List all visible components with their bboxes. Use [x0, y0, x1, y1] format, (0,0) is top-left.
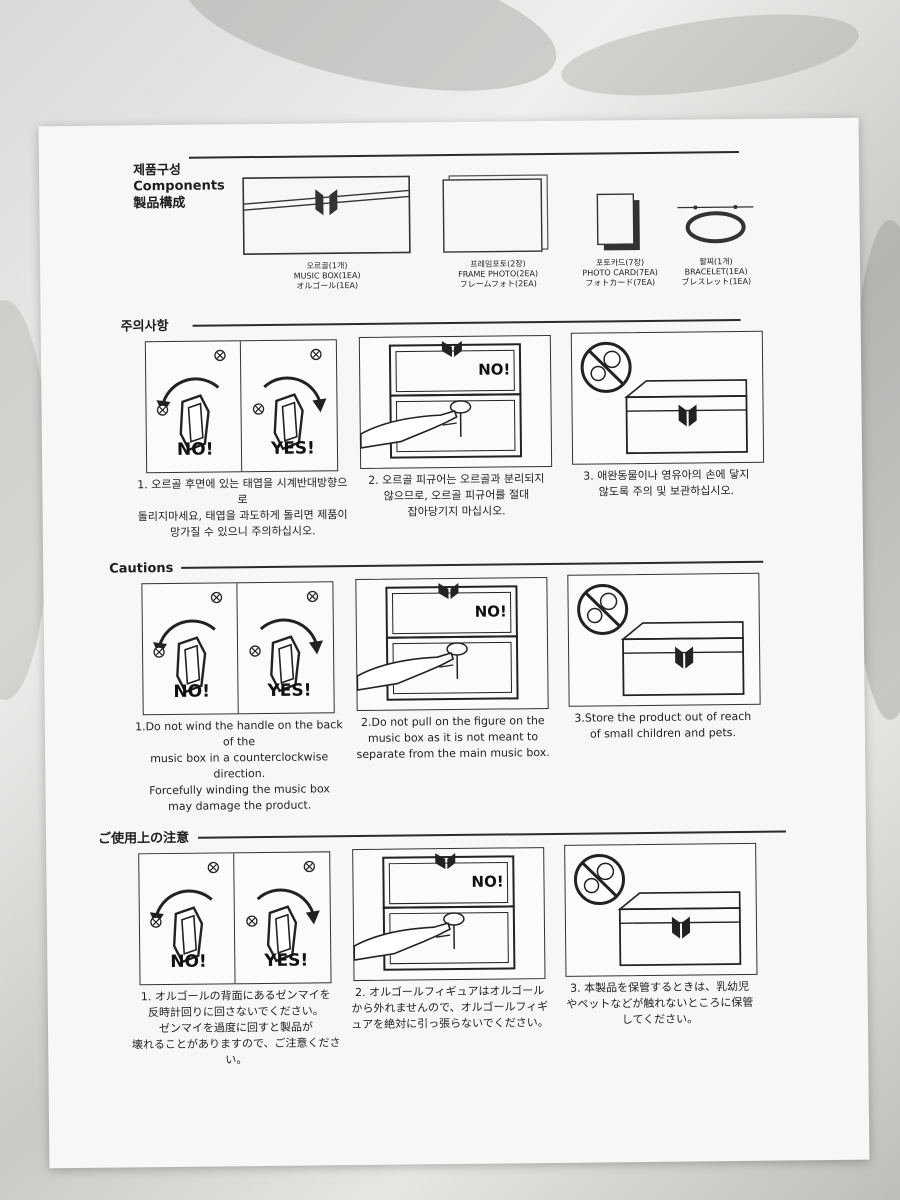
screw-icon: [214, 349, 226, 362]
screw-icon: [303, 860, 315, 873]
screw-icon: [246, 915, 258, 927]
wind-direction-panel: NO! YES!: [144, 339, 339, 474]
figure-no-label: NO!: [474, 602, 507, 621]
cw-wind-arrow-icon: [259, 618, 323, 693]
section-title: ご使用上の注意: [97, 830, 190, 847]
cw-wind-arrow-icon: [256, 888, 320, 963]
bracelet-icon: [677, 205, 754, 244]
components-title: 제품구성 Components 製品構成: [132, 162, 225, 211]
screw-icon: [249, 645, 261, 657]
storage-warning-panel: [570, 330, 765, 465]
section-rule: [192, 318, 741, 327]
open-music-box-icon: [353, 852, 516, 971]
no-label: NO!: [170, 951, 207, 972]
figure-pull-panel: NO!: [355, 577, 549, 712]
component-music-box: 오르골(1개) MUSIC BOX(1EA) オルゴール(1EA): [293, 261, 361, 291]
closed-music-box-icon: [624, 379, 748, 455]
screw-icon: [310, 348, 322, 361]
no-kids-pets-icon: [573, 853, 625, 905]
no-label: NO!: [173, 681, 211, 702]
music-box-icon: [242, 175, 411, 255]
caution-caption-1: 1.Do not wind the handle on the back of …: [134, 718, 343, 813]
open-music-box-icon: [356, 582, 519, 701]
yes-label: YES!: [264, 950, 309, 972]
section-rule: [198, 830, 787, 839]
caution-caption-3: 3. 本製品を保管するときは、乳幼児やペットなどが触れないところに保管してくださ…: [566, 979, 754, 1027]
storage-warning-panel: [564, 842, 758, 977]
component-photo-card: 포토카드(7장) PHOTO CARD(7EA) フォトカード(7EA): [582, 257, 658, 288]
wind-direction-panel: NO! YES!: [141, 581, 335, 716]
cw-wind-arrow-icon: [263, 376, 327, 451]
instruction-sheet: 제품구성 Components 製品構成 오르골(1개) MUSIC BOX(1…: [38, 117, 870, 1169]
figure-no-label: NO!: [471, 872, 504, 891]
caution-section-korean: 주의사항 NO! YES! NO! 1. 오르골 후면에 있는 태엽을 시계반대방향으로…: [39, 118, 859, 539]
yes-label: YES!: [270, 438, 315, 459]
section-title: 주의사항: [120, 318, 169, 335]
closed-music-box-icon: [620, 621, 745, 697]
screw-icon: [207, 861, 219, 874]
figure-pull-panel: NO!: [352, 847, 546, 982]
figure-pull-panel: NO!: [358, 334, 553, 469]
wind-direction-panel: NO! YES!: [138, 851, 332, 986]
marble-vein: [556, 0, 864, 111]
figure-no-label: NO!: [478, 360, 511, 379]
caution-caption-1: 1. オルゴールの背面にあるゼンマイを反時計回りに回さないでください。ゼンマイを…: [131, 988, 341, 1067]
section-rule: [181, 560, 764, 569]
no-label: NO!: [176, 439, 214, 460]
caution-caption-2: 2. オルゴールフィギュアはオルゴールから外れませんので、オルゴールフィギュアを…: [351, 984, 549, 1031]
component-frame-photo: 프레임포토(2장) FRAME PHOTO(2EA) フレームフォト(2EA): [458, 259, 539, 289]
storage-warning-panel: [567, 572, 761, 707]
screw-icon: [210, 591, 223, 604]
no-kids-pets-icon: [577, 583, 629, 635]
screw-icon: [156, 404, 169, 416]
section-title: Cautions: [109, 560, 174, 577]
screw-icon: [252, 403, 265, 415]
photo-card-icon: [596, 193, 640, 251]
components-rule: [188, 150, 739, 159]
frame-photo-icon: [442, 174, 549, 253]
yes-label: YES!: [267, 680, 312, 701]
open-music-box-icon: [360, 340, 523, 459]
closed-music-box-icon: [617, 891, 742, 967]
marble-vein: [171, 0, 569, 119]
no-kids-pets-icon: [580, 341, 632, 393]
screw-icon: [150, 916, 162, 928]
screw-icon: [153, 646, 165, 658]
component-bracelet: 팔찌(1개) BRACELET(1EA) ブレスレット(1EA): [681, 257, 752, 287]
screw-icon: [306, 590, 319, 603]
caution-section-japanese: ご使用上の注意 NO! YES! NO! 1. オルゴールの背面にあるゼンマイを反時計回…: [39, 118, 859, 1066]
